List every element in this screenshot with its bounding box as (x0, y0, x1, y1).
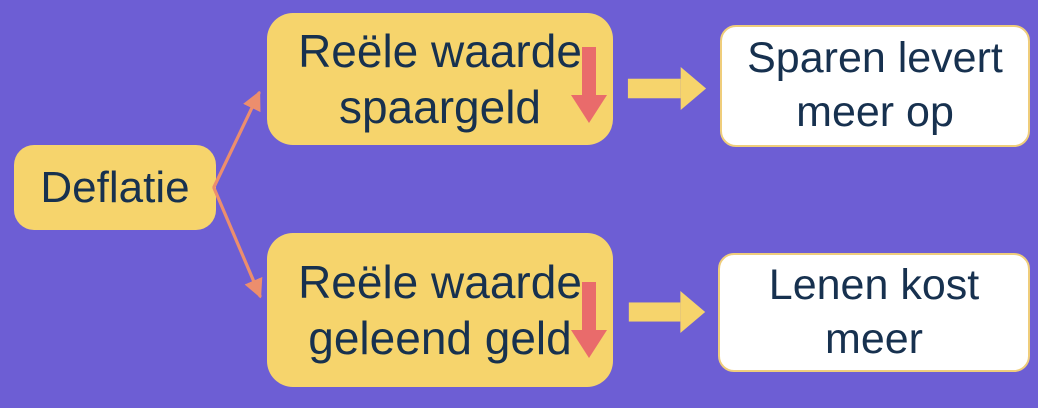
decrease-down-arrow-icon (571, 47, 607, 123)
node-label-line: meer op (796, 88, 954, 136)
decrease-down-arrow-icon (571, 282, 607, 358)
node-reele-waarde-geleend-geld: Reële waarde geleend geld (267, 233, 613, 387)
node-deflatie: Deflatie (14, 145, 216, 230)
flow-right-arrow-icon (628, 291, 706, 333)
node-label-line: Lenen kost (768, 260, 980, 309)
flow-right-arrow-icon (627, 67, 707, 110)
node-label-line: Sparen levert (747, 34, 1003, 83)
node-label-line: Reële waarde (298, 24, 582, 77)
node-reele-waarde-spaargeld: Reële waarde spaargeld (267, 13, 613, 145)
node-lenen-kost-meer: Lenen kost meer (718, 253, 1030, 372)
connector-root-to-bottom (212, 186, 263, 299)
connector-root-to-top (212, 90, 261, 189)
node-sparen-levert-meer-op: Sparen levert meer op (720, 25, 1030, 147)
node-label-line: spaargeld (338, 81, 542, 133)
node-label-line: Reële waarde (298, 255, 582, 308)
node-deflatie-label: Deflatie (40, 162, 190, 212)
node-label-line: meer (825, 314, 923, 363)
node-label-line: geleend geld (308, 312, 572, 364)
